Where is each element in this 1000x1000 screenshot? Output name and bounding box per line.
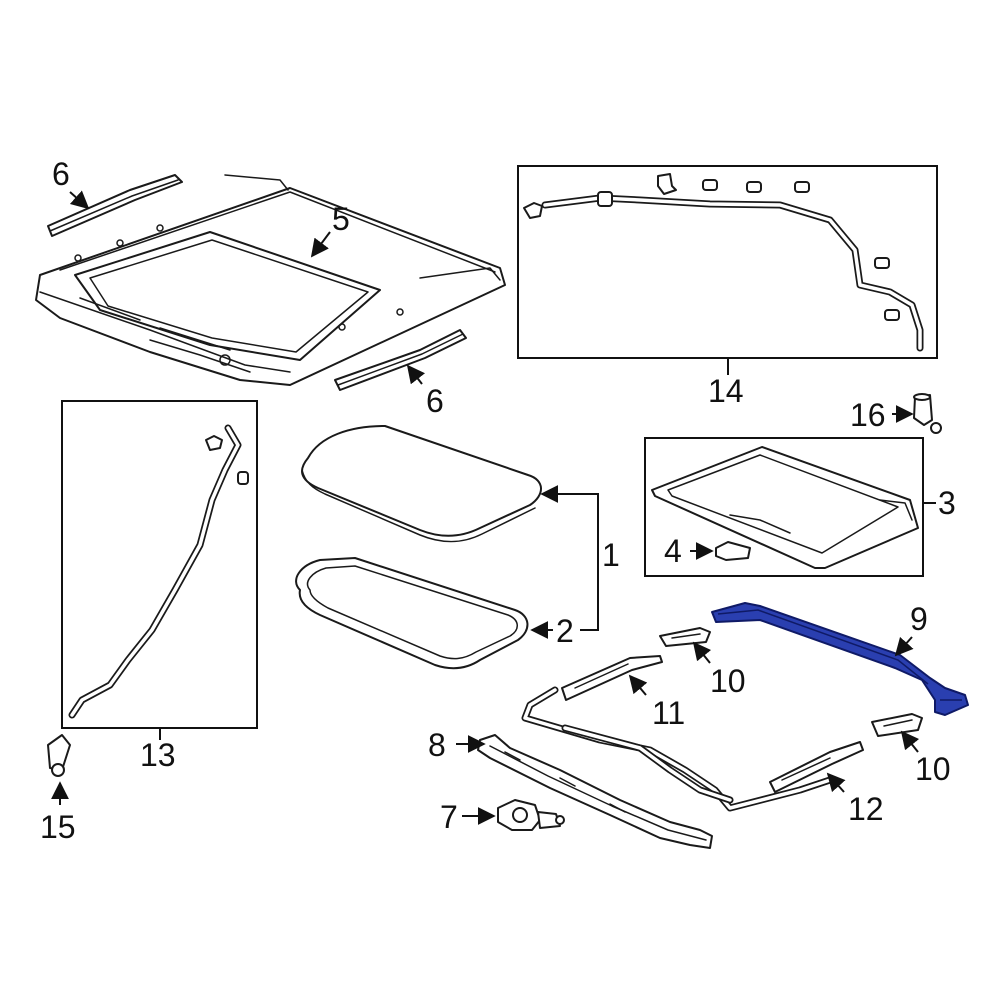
part-7-sunroof-motor[interactable] — [497, 799, 565, 831]
callout-10-upper: 10 — [710, 663, 746, 699]
part-1-glass-panel[interactable] — [301, 425, 542, 543]
callout-1: 1 — [602, 537, 620, 573]
part-6-strip-upper[interactable] — [47, 174, 183, 237]
part-2-weatherstrip[interactable] — [295, 557, 529, 670]
callout-7: 7 — [440, 799, 458, 835]
callout-14: 14 — [708, 373, 744, 409]
part-5-sunroof-frame[interactable] — [35, 174, 506, 386]
part-14-drain-hose[interactable] — [523, 173, 924, 352]
part-8-rear-guide-rail[interactable] — [477, 734, 713, 849]
box-3-sunshade-assembly — [644, 437, 924, 577]
callout-9: 9 — [910, 601, 928, 637]
part-15-rear-clip[interactable] — [47, 734, 71, 777]
part-10-guide-shoe-lower[interactable] — [871, 713, 923, 737]
part-9-front-guide-rail[interactable] — [711, 602, 969, 716]
leader-lines — [51, 190, 936, 825]
callout-12: 12 — [848, 791, 884, 827]
part-11-left-rail[interactable] — [561, 655, 663, 701]
callout-5: 5 — [332, 201, 350, 237]
callout-13: 13 — [140, 737, 176, 773]
callout-4: 4 — [664, 533, 682, 569]
callout-15: 15 — [40, 809, 76, 845]
part-6-strip-lower[interactable] — [334, 329, 467, 391]
part-4-sunshade-clip[interactable] — [715, 541, 751, 561]
part-3-sunshade[interactable] — [651, 446, 919, 569]
callout-11: 11 — [652, 695, 685, 731]
callout-2: 2 — [556, 613, 574, 649]
callout-6-upper: 6 — [52, 156, 70, 192]
callout-labels: 6 5 6 14 16 13 15 1 2 3 4 9 10 11 10 12 … — [40, 156, 956, 845]
callout-3: 3 — [938, 485, 956, 521]
callout-10-lower: 10 — [915, 751, 951, 787]
part-16-hose-clip[interactable] — [913, 393, 942, 434]
callout-6-lower: 6 — [426, 383, 444, 419]
part-12-drive-cable-assembly[interactable] — [521, 686, 864, 812]
callout-8: 8 — [428, 727, 446, 763]
part-10-guide-shoe-upper[interactable] — [659, 627, 711, 647]
callout-16: 16 — [850, 397, 886, 433]
box-13-rear-drain-hose — [61, 400, 258, 729]
part-13-rear-drain-hose[interactable] — [68, 424, 249, 719]
